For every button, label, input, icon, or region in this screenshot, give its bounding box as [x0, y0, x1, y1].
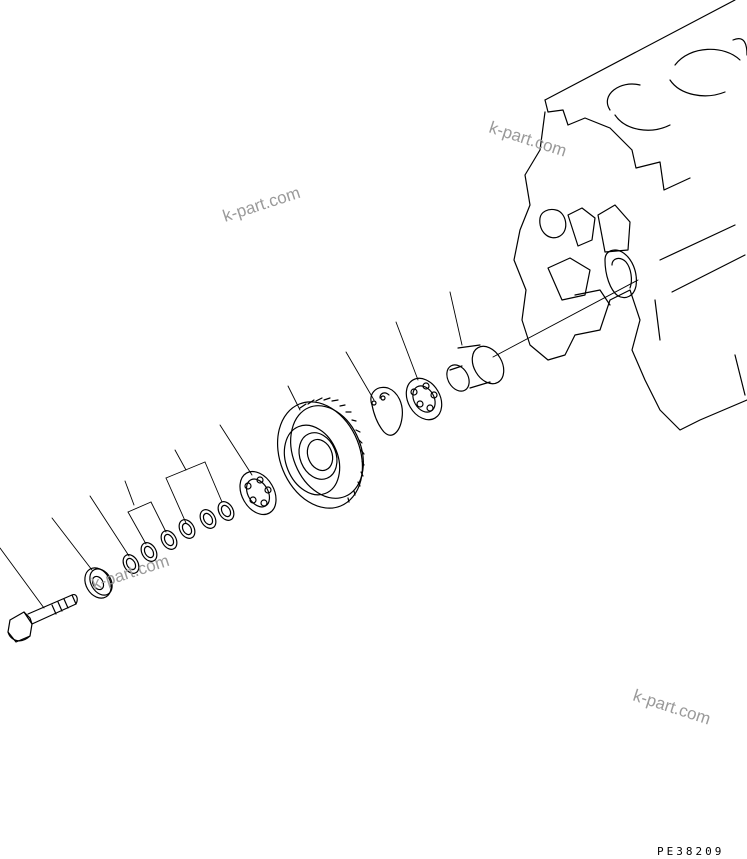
idler-gear: [276, 397, 365, 509]
snap-ring: [370, 386, 403, 436]
shim-f: [217, 501, 235, 521]
flange-bolt: [7, 593, 78, 643]
bearing-outer: [239, 470, 277, 516]
watermark-3: k-part.com: [89, 551, 171, 594]
thick-washer: [84, 567, 113, 599]
shim-d: [178, 519, 196, 539]
watermark-2: k-part.com: [487, 118, 569, 161]
bearing-inner: [405, 377, 443, 421]
assembly-axis: [492, 279, 639, 358]
engine-block: [513, 0, 747, 431]
shim-a: [122, 554, 140, 574]
shim-c: [160, 530, 178, 550]
idler-shaft: [446, 344, 505, 392]
watermark-1: k-part.com: [220, 183, 302, 226]
drawing-code: PE38209: [657, 845, 724, 858]
shim-e: [199, 509, 217, 529]
leader-lines: [0, 291, 463, 609]
watermark-4: k-part.com: [631, 686, 713, 729]
shim-b: [140, 542, 158, 562]
